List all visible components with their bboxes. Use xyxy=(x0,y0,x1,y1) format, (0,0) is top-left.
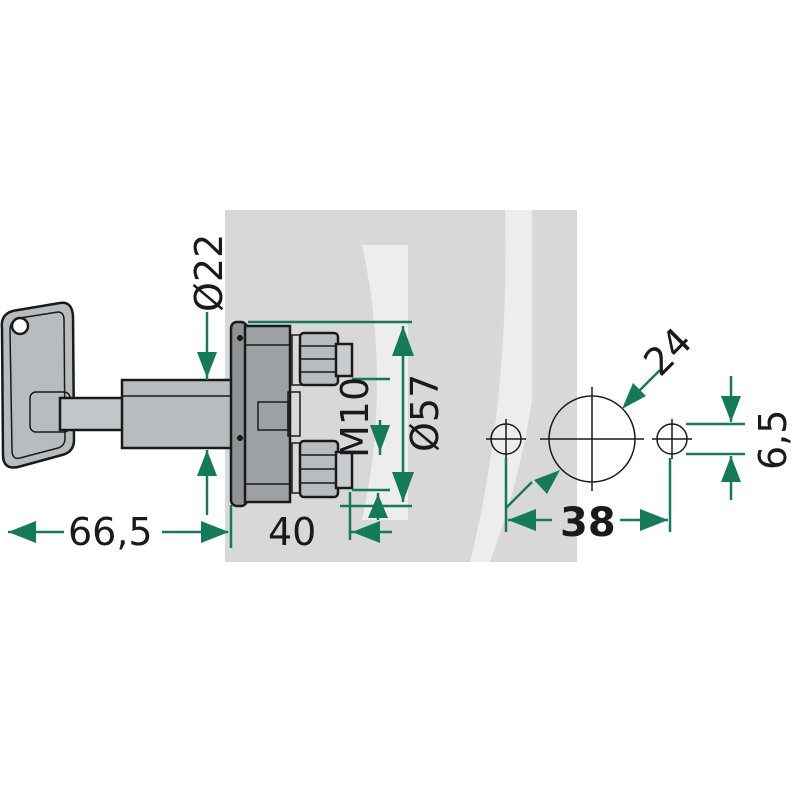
terminal-upper xyxy=(291,331,354,387)
label-overall-length: 66,5 xyxy=(68,510,153,554)
label-terminal-thread: M10 xyxy=(333,377,377,458)
key-handle xyxy=(0,301,76,469)
dimension-body-depth: 40 xyxy=(268,492,392,554)
dimension-body-diameter: Ø57 xyxy=(248,320,447,508)
label-body-diameter: Ø57 xyxy=(403,374,447,452)
label-mounting-hole: 24 xyxy=(635,319,700,384)
switch-side-view xyxy=(0,301,354,508)
label-small-hole: 6,5 xyxy=(751,410,795,470)
label-hole-spacing: 38 xyxy=(560,500,616,546)
dimension-hole-spacing: 38 xyxy=(504,458,672,546)
label-body-depth: 40 xyxy=(268,510,316,554)
dimension-key-shaft-diameter: Ø22 xyxy=(187,234,231,515)
lock-cylinder xyxy=(120,378,236,450)
label-key-shaft-diameter: Ø22 xyxy=(187,234,231,312)
dimension-overall-length: 66,5 xyxy=(8,505,233,554)
dimension-terminal-thread: M10 xyxy=(333,377,390,520)
drilling-pattern xyxy=(486,387,692,491)
switch-body xyxy=(229,320,301,508)
key-shaft xyxy=(58,396,130,432)
terminal-lower xyxy=(291,439,354,499)
dimension-small-hole: 6,5 xyxy=(686,376,795,500)
